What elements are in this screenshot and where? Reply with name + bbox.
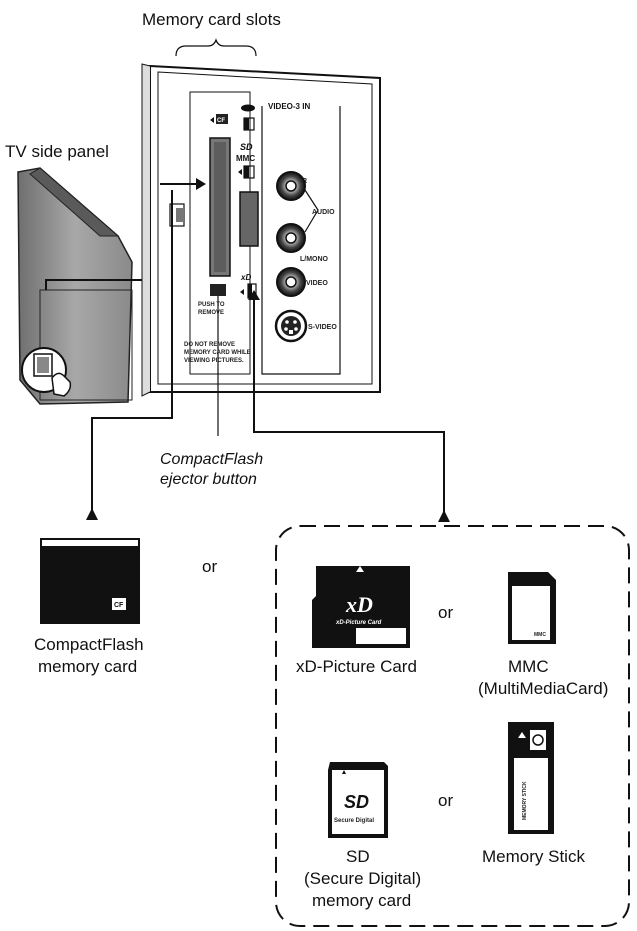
xd-card-graphic: xD xD-Picture Card (312, 566, 410, 648)
slots-bracket (175, 38, 257, 57)
mmc-label-line2: (MultiMediaCard) (478, 679, 608, 698)
xd-slot-mark: xD (240, 273, 251, 282)
mmc-label-line1: MMC (508, 657, 549, 676)
mmc-card-logo: MMC (534, 632, 546, 638)
sd-label-line3: memory card (312, 891, 411, 910)
cf-leader-line (91, 190, 173, 520)
small-cards-leader-line (253, 300, 445, 522)
warning-line-2: MEMORY CARD WHILE (184, 350, 251, 356)
tv-side-panel-label: TV side panel (5, 142, 109, 161)
cf-card-logo: CF (114, 602, 124, 609)
compactflash-card-graphic: CF (40, 538, 140, 624)
cf-slot-mark: CF (217, 118, 225, 124)
s-video-label: S-VIDEO (308, 324, 337, 331)
memory-stick-text: MEMORY STICK (522, 781, 528, 820)
memory-card-slots-label: Memory card slots (142, 10, 281, 29)
push-to-text: PUSH TO (198, 302, 225, 308)
memory-stick-graphic: MEMORY STICK (508, 722, 554, 834)
xd-card-sublabel: xD-Picture Card (335, 620, 382, 626)
xd-card-label: xD-Picture Card (296, 657, 417, 676)
video-label: VIDEO (306, 280, 328, 287)
sd-card-logo: SD (344, 792, 369, 812)
or-label-xd-mmc: or (438, 603, 453, 622)
tv-side-silhouette (17, 167, 133, 405)
small-cards-dashed-box (275, 525, 630, 927)
cf-card-label-line1: CompactFlash (34, 635, 144, 654)
ejector-label-line1: CompactFlash (160, 451, 263, 468)
warning-line-3: VIEWING PICTURES. (184, 358, 244, 364)
sd-label-line2: (Secure Digital) (304, 869, 421, 888)
video3-in-label: VIDEO-3 IN (268, 102, 310, 111)
cf-card-label-line2: memory card (38, 657, 137, 676)
mmc-card-graphic: MMC (508, 572, 556, 644)
sd-card-sublabel: Secure Digital (334, 818, 374, 824)
or-label-sd-ms: or (438, 791, 453, 810)
remove-text: REMOVE (198, 310, 224, 316)
sd-mmc-slot (239, 191, 259, 247)
l-mono-label: L/MONO (300, 256, 329, 263)
connector-panel: PUSH TO REMOVE CF SD MMC xD DO NOT REMOV… (141, 63, 381, 397)
sd-slot-mark: SD (240, 142, 253, 152)
memory-stick-label: Memory Stick (482, 847, 585, 866)
mmc-slot-mark: MMC (236, 154, 255, 163)
warning-line-1: DO NOT REMOVE (184, 342, 235, 348)
sd-label-line1: SD (346, 847, 370, 866)
audio-label: AUDIO (312, 209, 335, 216)
xd-card-logo: xD (345, 592, 373, 617)
sd-card-graphic: SD Secure Digital (328, 762, 388, 838)
or-label-main: or (202, 557, 217, 576)
ejector-label-line2: ejector button (160, 471, 257, 488)
tv-to-panel-line (45, 279, 152, 290)
cf-ejector-button (210, 284, 226, 296)
